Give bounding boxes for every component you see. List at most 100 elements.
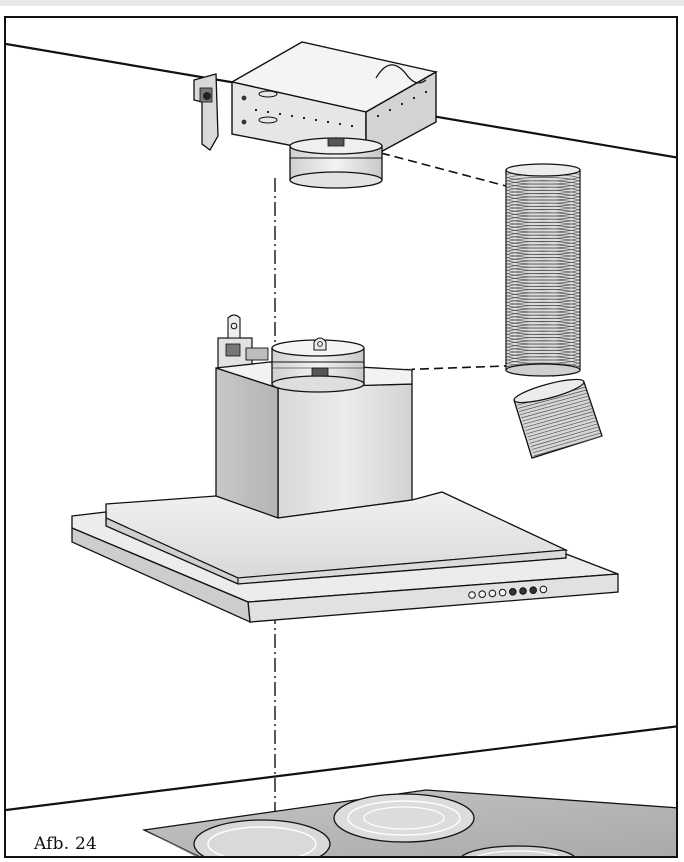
- flexible-duct: [505, 163, 581, 377]
- duct-ring: [505, 317, 581, 329]
- duct-ring: [505, 218, 581, 230]
- duct-ring: [505, 247, 581, 259]
- duct-ring: [505, 196, 581, 207]
- duct-ring: [505, 292, 581, 303]
- duct-ring: [505, 269, 581, 281]
- top-rule: [0, 0, 684, 6]
- duct-ring: [505, 257, 581, 268]
- duct-ring: [505, 308, 581, 319]
- duct-ring: [505, 199, 581, 211]
- duct-ring: [505, 234, 581, 246]
- duct-ring: [505, 250, 581, 262]
- duct-ring: [505, 298, 581, 310]
- elbow-ring: [528, 420, 597, 441]
- chimney-front: [277, 383, 413, 519]
- chimney-side: [215, 367, 279, 519]
- duct-ring: [505, 205, 581, 217]
- duct-ring: [505, 228, 581, 239]
- duct-ring: [505, 276, 581, 287]
- duct-ring: [505, 295, 581, 307]
- ceiling-mount-box: [193, 41, 438, 189]
- duct-ring: [505, 231, 581, 243]
- duct-ring: [505, 183, 581, 195]
- elbow-ring: [527, 417, 596, 438]
- duct-ring: [505, 327, 581, 339]
- duct-ring: [505, 263, 581, 275]
- elbow-ring: [524, 408, 593, 428]
- figure-caption: Afb. 24: [32, 834, 99, 854]
- control-button: [498, 588, 507, 597]
- duct-ring: [505, 202, 581, 214]
- duct-ring: [505, 241, 581, 252]
- duct-ring: [505, 349, 581, 361]
- elbow-ring: [530, 426, 599, 447]
- cooktop-burner-large: [333, 793, 475, 843]
- hood-bracket: [217, 314, 269, 369]
- duct-ring: [505, 177, 581, 188]
- elbow-ring: [531, 429, 600, 450]
- duct-ring: [505, 324, 581, 335]
- elbow-ring: [522, 402, 591, 422]
- duct-ring: [505, 343, 581, 355]
- guide-line-upper: [380, 152, 507, 187]
- duct-ring: [505, 253, 581, 265]
- control-panel: [468, 585, 548, 599]
- control-button: [539, 585, 548, 594]
- duct-ring: [505, 209, 581, 220]
- duct-ring: [505, 189, 581, 201]
- duct-ring: [505, 282, 581, 294]
- duct-ring: [505, 321, 581, 332]
- duct-ring: [505, 301, 581, 313]
- control-button: [529, 586, 538, 595]
- cooktop: [141, 789, 676, 856]
- cooker-hood: [215, 314, 413, 519]
- floor-line: [6, 725, 676, 812]
- canopy-side-edge: [71, 527, 251, 624]
- duct-ring: [505, 225, 581, 236]
- control-button: [468, 591, 476, 599]
- elbow-ring: [526, 414, 595, 435]
- duct-ring: [505, 237, 581, 249]
- duct-ring: [505, 333, 581, 345]
- duct-ring: [505, 273, 581, 284]
- duct-ring: [505, 266, 581, 278]
- duct-ring: [505, 244, 581, 255]
- elbow-ring: [518, 389, 587, 409]
- elbow-ring: [529, 423, 598, 444]
- duct-ring: [505, 279, 581, 291]
- duct-ring: [505, 346, 581, 358]
- installation-diagram: [6, 41, 676, 856]
- duct-ring: [505, 289, 581, 300]
- mounting-bracket: [193, 73, 219, 151]
- duct-ring: [505, 337, 581, 348]
- duct-ring: [505, 330, 581, 342]
- control-button: [488, 589, 497, 598]
- elbow-ring: [519, 392, 588, 412]
- control-button: [509, 588, 517, 596]
- duct-ring: [505, 260, 581, 271]
- elbow-ring: [533, 435, 603, 457]
- figure-frame: Afb. 24: [4, 16, 678, 858]
- duct-ring: [505, 221, 581, 233]
- duct-ring: [505, 285, 581, 297]
- control-button: [478, 590, 487, 599]
- duct-ring: [505, 193, 581, 204]
- control-button: [519, 587, 527, 595]
- duct-elbow: [513, 378, 603, 459]
- duct-ring: [505, 212, 581, 223]
- duct-ring: [505, 215, 581, 227]
- hood-canopy: [71, 491, 619, 624]
- elbow-ring: [523, 405, 592, 425]
- elbow-ring: [521, 398, 590, 419]
- guide-line-lower: [363, 365, 507, 372]
- elbow-ring: [520, 395, 589, 416]
- elbow-ring: [525, 411, 594, 431]
- cooktop-burner-right: [461, 845, 575, 856]
- duct-ring: [505, 186, 581, 198]
- elbow-ring: [532, 432, 601, 454]
- hood-outlet-collar: [271, 337, 365, 393]
- duct-ring: [505, 305, 581, 316]
- cooktop-burner-left: [193, 819, 331, 856]
- duct-ring: [505, 340, 581, 351]
- duct-ring: [505, 314, 581, 326]
